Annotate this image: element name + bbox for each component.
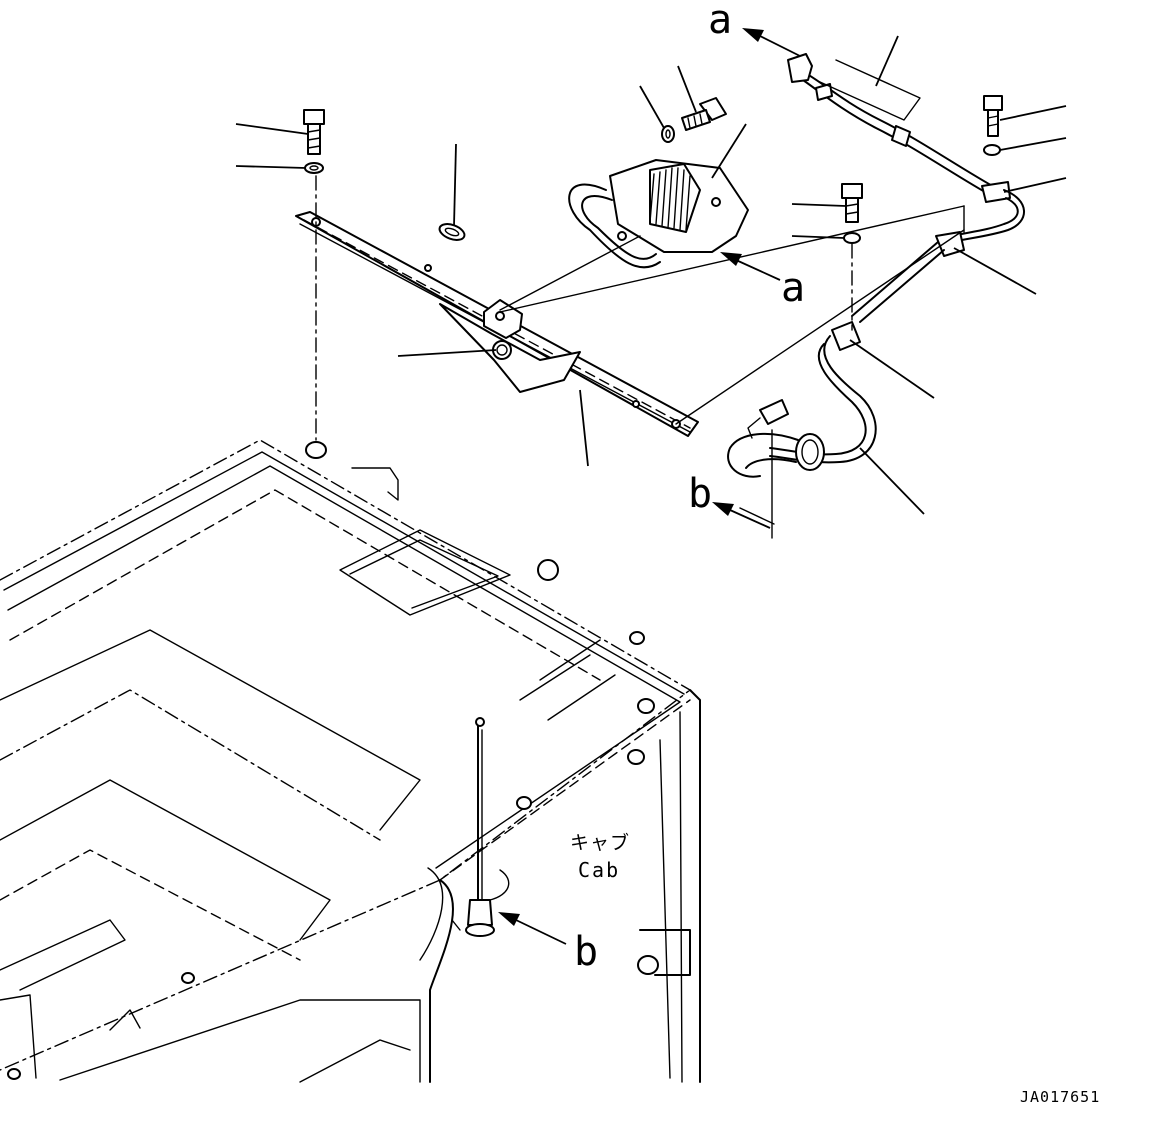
antenna-bracket-plate [295,211,699,437]
ref-b-right-label: b [688,471,713,517]
antenna-rod [451,717,510,937]
ref-a-right-label: a [781,265,806,311]
ref-a-top-label: a [708,0,733,43]
ref-b-bottom-label: b [574,929,599,975]
cab-label-english: Cab [578,858,621,882]
bolt-top [661,97,727,143]
cab-label-japanese: キャブ [570,832,631,854]
grommet [438,223,466,241]
label-plate [819,59,921,121]
antenna-cable-harness [727,53,1025,478]
cab-body [0,439,701,1083]
bolt-right-upper [983,95,1003,156]
antenna-amplifier [568,159,749,269]
bolt-right-middle [841,183,863,244]
drawing-code: JA017651 [1020,1088,1101,1106]
reference-arrows [498,28,801,945]
leader-lines [235,35,1067,539]
bolt-left [303,109,325,174]
